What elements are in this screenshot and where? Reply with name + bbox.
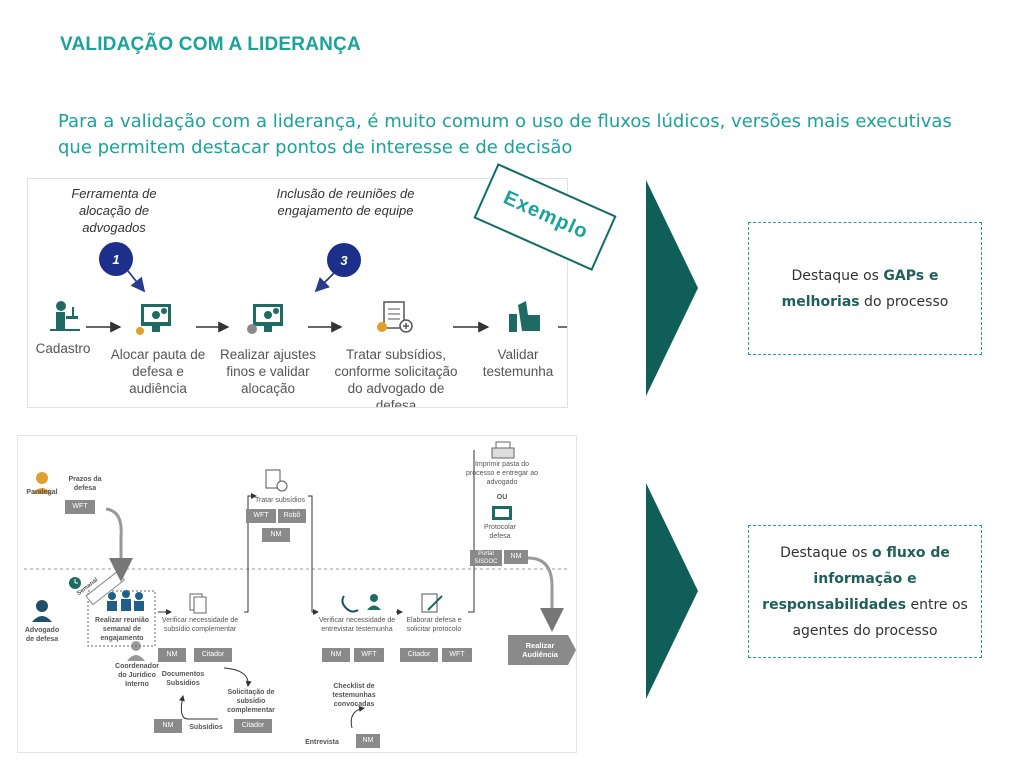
box2-post1: entre os [906,596,968,613]
callout-ferramenta: Ferramenta de alocação de advogados [71,186,157,235]
nm-tag-4: NM [322,648,350,662]
paralegal-label: Paralegal [26,489,58,496]
step-alocar-pauta: Alocar pauta de defesa e audiência [110,347,206,396]
coordenador-label: Coordenador do Jurídico Interno [115,663,159,688]
tratar-subsidios-label: Tratar subsídios [255,497,305,504]
subsidios-label: Subsídios [189,724,223,731]
citador-tag-3: Citador [400,648,438,662]
documentos-subsidios-label: Documentos Subsídios [161,671,205,687]
documents-icon [189,593,207,614]
team-group-icon [107,590,144,611]
box2-bold-responsabilidades: responsabilidades [762,596,907,613]
document-plus-icon-2 [265,469,288,492]
person-at-desk-icon [50,301,80,331]
imprimir-label: Imprimir pasta do processo e entregar ao… [466,461,538,486]
step-cadastro: Cadastro [35,341,91,356]
nm-tag-6: NM [504,550,528,564]
checklist-label: Checklist de testemunhas convocadas [332,683,376,708]
wft-tag-2: WFT [246,509,276,523]
executive-flow-graphics: 1 3 [50,242,567,335]
badge-3: 3 [327,243,361,277]
step-realizar-ajustes: Realizar ajustes finos e validar alocaçã… [219,347,317,396]
badge-3-label: 3 [340,253,348,268]
nm-tag-1: NM [158,648,186,662]
printer-icon [491,441,515,459]
reuniao-label: Realizar reunião semanal de engajamento [94,617,150,642]
highlight-box-gaps: Destaque os GAPs e melhorias do processo [748,222,982,355]
citador-tag-1: Citador [194,648,232,662]
wft-tag-1: WFT [65,500,95,514]
nm-tag-3: NM [262,528,290,542]
prazos-label: Prazos da defesa [68,476,102,492]
verificar-testemunha-label: Verificar necessidade de entrevistar tes… [318,617,396,633]
page-subtitle: Para a validação com a liderança, é muit… [58,111,952,158]
clock-icon [69,577,81,589]
verificar-subsidio-label: Verificar necessidade de subsídio comple… [161,617,239,633]
detailed-flow-graphics [24,441,576,729]
paralegal-person-icon [32,472,52,494]
step-tratar-subsidios: Tratar subsídios, conforme solicitação d… [334,347,458,408]
thumbs-up-icon [509,301,540,332]
wft-tag-3: WFT [354,648,384,662]
chevron-right-icon-1 [646,180,698,396]
phone-person-icon [341,594,381,613]
box2-post2: agentes do processo [792,622,938,639]
wft-tag-4: WFT [442,648,472,662]
ou-label: OU [496,494,508,501]
box2-bold-fluxo: o fluxo de [872,544,950,561]
monitor-gear-icon [136,304,171,335]
box2-bold-informacao: informação e [813,570,917,587]
document-plus-icon [377,301,413,333]
chevron-right-icon-2 [646,483,698,699]
citador-tag-2: Citador [234,719,272,733]
monitor-person-icon [492,506,512,520]
nm-tag-5: NM [356,734,380,748]
advogado-label: Advogado de defesa [24,627,60,643]
box1-post: do processo [859,293,949,310]
callout-inclusao: Inclusão de reuniões de engajamento de e… [276,186,415,218]
robo-tag: Robô [278,509,306,523]
coordinator-person-icon [127,641,145,661]
solicitacao-label: Solicitação de subsídio complementar [227,689,275,714]
badge-1: 1 [99,242,133,276]
portal-sisdoc-tag: Portal SISDOC [470,550,502,566]
elaborar-defesa-label: Elaborar defesa e solicitar protocolo [406,617,462,633]
page-title: VALIDAÇÃO COM A LIDERANÇA [60,34,361,55]
advogado-person-icon [32,600,52,622]
box1-bold-gaps: GAPs e [883,267,939,284]
box1-pre: Destaque os [791,267,884,284]
step-validar-testemunha: Validar testemunha [482,347,554,379]
monitor-gear-icon-2 [247,304,283,334]
box1-bold-melhorias: melhorias [781,293,860,310]
box2-pre: Destaque os [780,544,872,561]
badge-1-label: 1 [112,252,119,267]
detailed-flow-panel: Paralegal Prazos da defesa WFT Semanal A… [17,435,577,753]
nm-tag-2: NM [154,719,182,733]
entrevista-label: Entrevista [305,739,339,746]
realizar-audiencia-shape [508,635,576,665]
document-pen-icon [421,593,443,613]
highlight-box-fluxo: Destaque os o fluxo de informação e resp… [748,525,982,658]
realizar-audiencia-label: Realizar Audiência [522,641,558,659]
protocolar-label: Protocolar defesa [484,524,516,540]
